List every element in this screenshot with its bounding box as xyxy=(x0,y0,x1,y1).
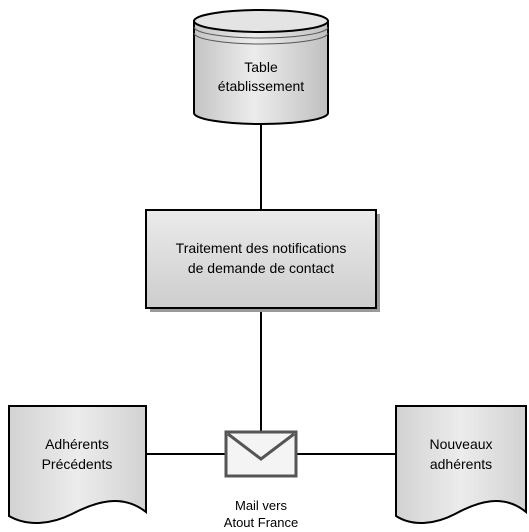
mail-node: Mail vers Atout France xyxy=(224,430,298,530)
database-ring-1 xyxy=(193,26,329,39)
document-left-label-line1: Adhérents xyxy=(45,436,109,452)
document-left-shape xyxy=(8,405,147,524)
connectors xyxy=(146,124,396,455)
document-right-node: Nouveaux adhérents xyxy=(395,405,527,524)
document-left-label-line2: Précédents xyxy=(42,456,113,472)
document-right-label-line1: Nouveaux xyxy=(429,436,492,452)
database-node: Table établissement xyxy=(193,9,329,125)
process-node: Traitement des notifications de demande … xyxy=(145,209,380,312)
database-cylinder-top xyxy=(193,9,329,33)
database-ring-2 xyxy=(193,32,329,45)
database-cylinder-body xyxy=(193,20,329,125)
database-label-line2: établissement xyxy=(218,78,304,94)
database-label-line1: Table xyxy=(244,59,278,75)
mail-label-line2: Atout France xyxy=(224,515,298,530)
mail-envelope-flap xyxy=(227,432,295,461)
process-box xyxy=(145,209,377,309)
mail-envelope-icon xyxy=(224,430,298,478)
document-right-shape xyxy=(395,405,527,524)
mail-label-line1: Mail vers xyxy=(235,498,288,513)
process-label-line2: de demande de contact xyxy=(188,260,334,276)
document-right-label-line2: adhérents xyxy=(430,456,492,472)
process-label-line1: Traitement des notifications xyxy=(176,240,347,256)
document-left-node: Adhérents Précédents xyxy=(8,405,147,524)
